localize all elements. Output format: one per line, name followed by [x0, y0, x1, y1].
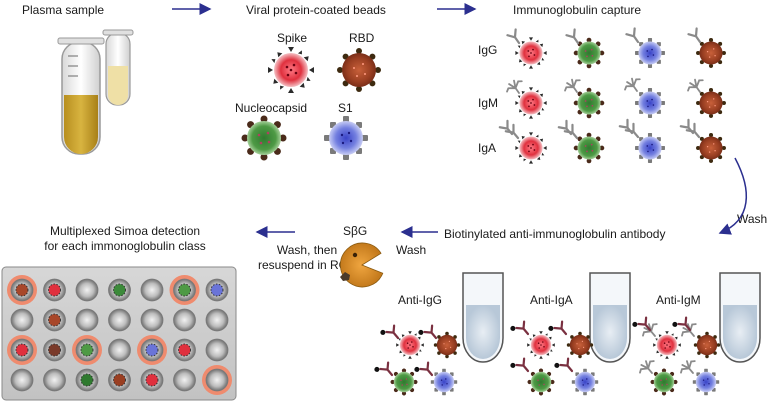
microwell [173, 308, 196, 332]
bead-icon-spike [268, 47, 314, 93]
arrow-capture-to-biotinylated [718, 157, 747, 235]
well-bead [178, 343, 191, 357]
biotinylated-label: Biotinylated anti-immunoglobulin antibod… [444, 227, 666, 241]
pacman-enzyme-icon [340, 242, 384, 288]
microwell-array-icon [1, 266, 237, 401]
capture-grid [498, 27, 726, 164]
bead-label-rbd: RBD [349, 31, 375, 45]
microwell [10, 308, 34, 332]
detection-label-2: for each immonoglobulin class [44, 239, 206, 253]
microwell [75, 278, 99, 302]
sample-tube-icon [462, 272, 504, 363]
well-bead [113, 283, 126, 297]
bead-icon-rbd [337, 48, 381, 92]
well-bead [145, 373, 159, 387]
wash-label-right: Wash [737, 212, 768, 226]
microwell [108, 338, 131, 362]
microwell [108, 308, 131, 332]
anti-iga-beads [508, 317, 599, 396]
sample-tube-icon [719, 272, 761, 363]
bead-label-s1: S1 [338, 101, 353, 115]
wash-resuspend-label-1: Wash, then [276, 243, 338, 257]
sbg-label: SβG [343, 224, 368, 238]
microwell [173, 368, 196, 392]
bead-label-spike: Spike [277, 31, 308, 45]
well-bead [80, 373, 94, 387]
antibody-label-igg: Anti-IgG [398, 293, 443, 307]
plasma-sample-label: Plasma sample [22, 3, 105, 17]
anti-igg-beads [372, 321, 461, 396]
well-bead [15, 343, 29, 357]
microwell [205, 338, 229, 362]
antibody-label-iga: Anti-IgA [530, 293, 573, 307]
ig-label-iga: IgA [478, 141, 497, 155]
bead-icon-s1 [324, 116, 368, 160]
well-bead [178, 283, 191, 297]
well-bead [80, 343, 94, 357]
well-bead [48, 343, 61, 357]
microwell [205, 308, 229, 332]
well-bead [48, 283, 61, 297]
ig-label-igg: IgG [478, 43, 498, 57]
bead-label-nucleocapsid: Nucleocapsid [235, 101, 308, 115]
bead-icon-nucleocapsid [241, 115, 287, 161]
well-bead [145, 343, 159, 357]
microwell [75, 308, 99, 332]
anti-igm-beads [630, 313, 721, 396]
well-bead [210, 283, 224, 297]
wash-resuspend-label-2: resuspend in RGP [257, 258, 357, 272]
microwell [140, 308, 164, 332]
microwell [10, 368, 34, 392]
sample-tube-icon [589, 272, 631, 363]
beads-label: Viral protein-coated beads [246, 3, 386, 17]
detection-label-1: Multiplexed Simoa detection [49, 224, 201, 238]
capture-label: Immunoglobulin capture [513, 3, 642, 17]
antibody-label-igm: Anti-IgM [656, 293, 701, 307]
microwell [140, 278, 164, 302]
test-tube-icon [57, 37, 105, 155]
microwell [43, 368, 66, 392]
ig-label-igm: IgM [478, 96, 499, 110]
microwell [205, 368, 229, 392]
well-bead [15, 283, 29, 297]
well-bead [48, 313, 61, 327]
well-bead [113, 373, 126, 387]
test-tube-icon [102, 29, 134, 106]
wash-label-mid: Wash [396, 243, 427, 257]
